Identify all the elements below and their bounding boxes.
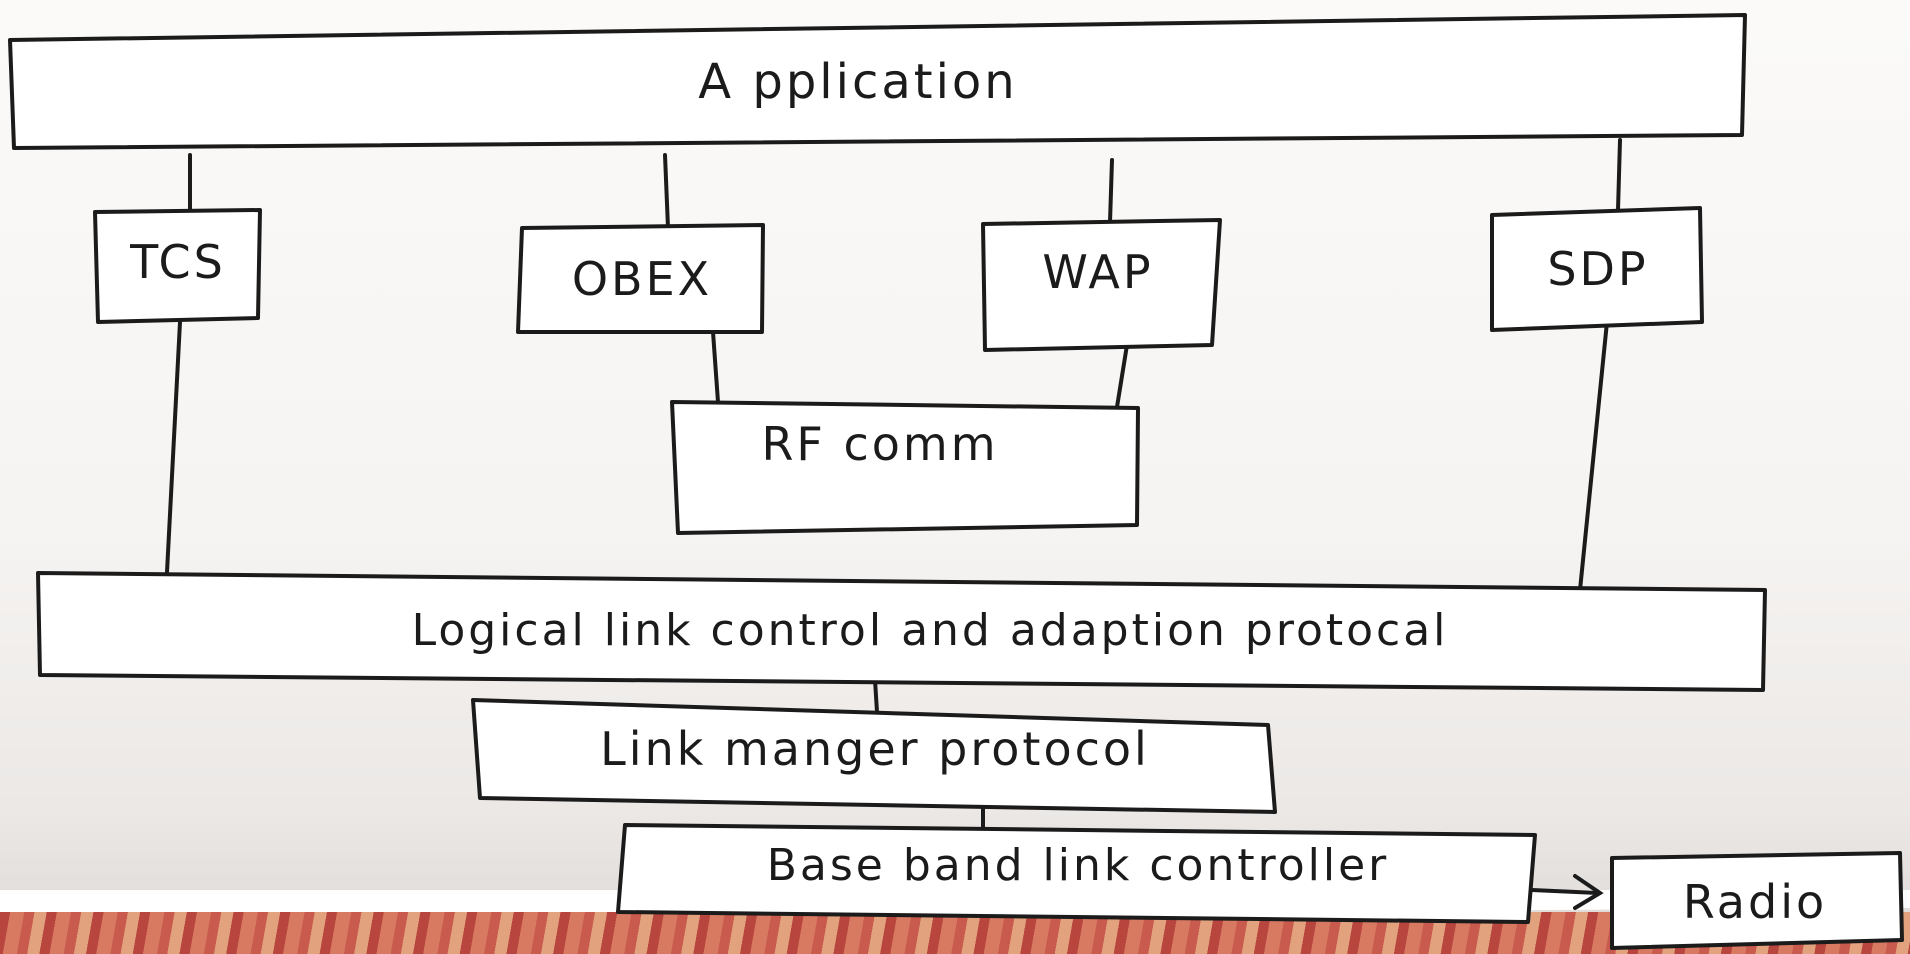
connector-wap-rfcomm (1115, 343, 1129, 409)
l2cap-box (36, 571, 1767, 692)
baseband-box (616, 823, 1537, 924)
arrow-baseband-radio (1530, 888, 1600, 895)
baseband-label: Base band link controller (767, 840, 1390, 891)
obex-label: OBEX (572, 252, 712, 306)
lmp-label: Link manger protocol (600, 722, 1150, 776)
wap-layer: WAP (981, 218, 1222, 352)
application-box (8, 13, 1747, 150)
lmp-layer: Link manger protocol (471, 698, 1277, 814)
tcs-label: TCS (129, 235, 226, 289)
radio-label: Radio (1683, 875, 1827, 929)
connector-application-sdp (1616, 138, 1622, 212)
wap-label: WAP (1042, 245, 1153, 299)
rfcomm-box (670, 400, 1140, 535)
sdp-label: SDP (1547, 242, 1648, 296)
connector-application-wap (1108, 158, 1114, 224)
fabric-background (0, 912, 1910, 954)
baseband-layer: Base band link controller (616, 823, 1537, 924)
application-label: A pplication (698, 54, 1017, 110)
connector-tcs-l2cap (165, 320, 182, 574)
obex-layer: OBEX (516, 223, 765, 334)
connector-sdp-l2cap (1578, 320, 1609, 592)
l2cap-layer: Logical link control and adaption protoc… (36, 571, 1767, 692)
connector-l2cap-lmp (873, 678, 879, 714)
rfcomm-label: RF comm (761, 417, 998, 471)
tcs-box (93, 208, 262, 324)
connector-obex-rfcomm (711, 330, 720, 404)
sdp-layer: SDP (1490, 206, 1704, 332)
obex-box (516, 223, 765, 334)
radio-box (1610, 851, 1904, 950)
wap-box (981, 218, 1222, 352)
tcs-layer: TCS (93, 208, 262, 324)
arrowhead-icon (1573, 874, 1604, 910)
radio-layer: Radio (1610, 851, 1904, 950)
rfcomm-layer: RF comm (670, 400, 1140, 535)
sdp-box (1490, 206, 1704, 332)
application-layer: A pplication (8, 13, 1747, 150)
connector-application-obex (663, 153, 670, 230)
lmp-box (471, 698, 1277, 814)
l2cap-label: Logical link control and adaption protoc… (412, 605, 1449, 656)
